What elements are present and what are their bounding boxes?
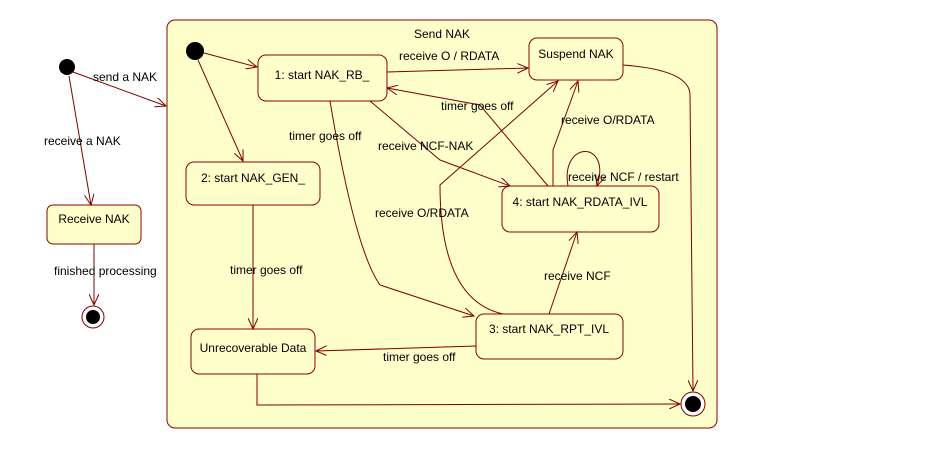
edge-s1-to-s3[interactable]	[329, 100, 474, 316]
edge-s3-to-s4[interactable]	[548, 232, 577, 315]
state-start-nak-rdata-ivl[interactable]	[501, 185, 660, 233]
label-receive-ncf-nak: receive NCF-NAK	[378, 139, 473, 153]
label-timer-goes-off-s1: timer goes off	[289, 129, 362, 143]
edge-send-nak[interactable]	[72, 71, 166, 106]
edge-s3-to-suspend[interactable]	[439, 81, 558, 315]
state-start-nak-gen-label: 2: start NAK_GEN_	[201, 171, 305, 185]
state-suspend-nak-label: Suspend NAK	[538, 47, 613, 61]
label-timer-goes-off-s3: timer goes off	[383, 350, 456, 364]
edge-s1-to-suspend[interactable]	[386, 68, 528, 72]
outer-initial-state[interactable]	[59, 59, 75, 75]
state-receive-nak-label: Receive NAK	[58, 212, 129, 226]
state-start-nak-rb[interactable]	[257, 54, 388, 102]
label-receive-o-rdata-s4: receive O/RDATA	[561, 113, 655, 127]
label-receive-o-rdata-s3: receive O/RDATA	[375, 206, 469, 220]
edge-unrecoverable-to-final[interactable]	[256, 374, 680, 405]
edge-init-to-s1[interactable]	[203, 52, 257, 67]
edge-s3-to-unrecoverable[interactable]	[316, 345, 477, 351]
state-start-nak-rdata-ivl-label: 4: start NAK_RDATA_IVL	[513, 195, 648, 209]
label-receive-nak: receive a NAK	[44, 134, 121, 148]
state-start-nak-rpt-ivl-label: 3: start NAK_RPT_IVL	[489, 322, 609, 336]
state-start-nak-rpt-ivl[interactable]	[475, 313, 624, 360]
edge-receive-nak[interactable]	[68, 75, 91, 205]
label-send-nak: send a NAK	[93, 70, 157, 84]
state-start-nak-rb-label: 1: start NAK_RB_	[275, 68, 370, 82]
label-receive-o-rdata-top: receive O / RDATA	[399, 49, 499, 63]
edge-s4-to-suspend[interactable]	[552, 81, 578, 186]
label-receive-ncf: receive NCF	[544, 269, 611, 283]
edge-init-to-s2[interactable]	[197, 59, 243, 161]
inner-initial-state[interactable]	[186, 42, 204, 60]
label-timer-goes-off-s4: timer goes off	[441, 99, 514, 113]
edge-s4-to-s1[interactable]	[387, 88, 549, 187]
state-unrecoverable-data-label: Unrecoverable Data	[200, 341, 307, 355]
edge-s1-to-s4[interactable]	[369, 100, 510, 186]
label-receive-ncf-restart: receive NCF / restart	[568, 170, 679, 184]
edge-s4-self-loop[interactable]	[566, 151, 600, 187]
inner-final-state[interactable]	[680, 391, 706, 417]
composite-state-title: Send NAK	[414, 27, 470, 41]
edge-suspend-to-final[interactable]	[622, 64, 693, 391]
label-timer-goes-off-s2: timer goes off	[230, 263, 303, 277]
label-finished-processing: finished processing	[54, 264, 157, 278]
outer-final-state[interactable]	[81, 305, 105, 329]
